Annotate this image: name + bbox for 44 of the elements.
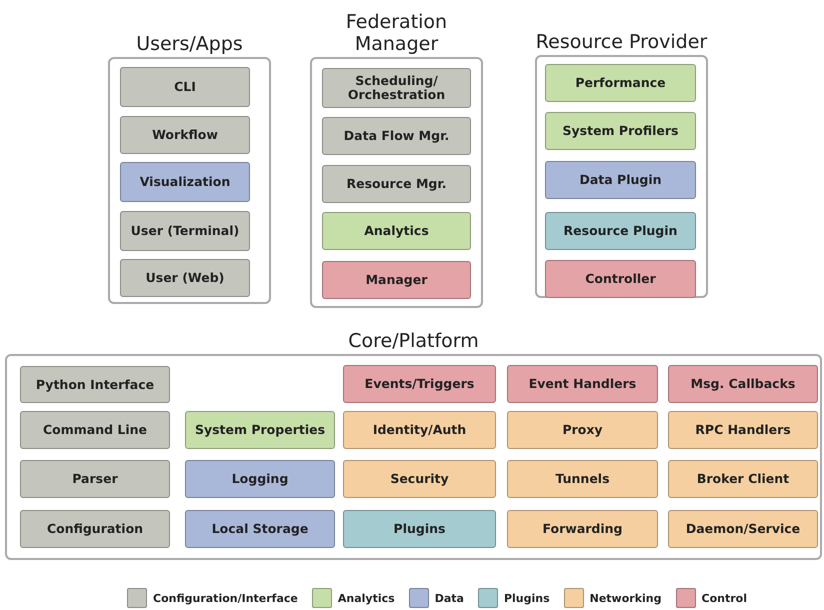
component-box: Analytics xyxy=(322,212,471,250)
legend-label: Analytics xyxy=(338,592,395,604)
component-box: Forwarding xyxy=(507,510,658,548)
component-box: Tunnels xyxy=(507,460,658,498)
group-heading: Users/Apps xyxy=(136,33,243,55)
component-box: Configuration xyxy=(20,510,170,548)
component-box: System Profilers xyxy=(545,112,696,150)
component-box: Broker Client xyxy=(668,460,818,498)
legend-label: Data xyxy=(434,592,464,604)
component-box: Command Line xyxy=(20,411,170,449)
component-box: Daemon/Service xyxy=(668,510,818,548)
legend-label: Control xyxy=(702,592,747,604)
component-box: Resource Plugin xyxy=(545,212,696,250)
legend-label: Configuration/Interface xyxy=(153,592,298,604)
component-box: Parser xyxy=(20,460,170,498)
component-box: User (Terminal) xyxy=(120,211,250,251)
component-box: Visualization xyxy=(120,162,250,202)
component-box: Identity/Auth xyxy=(343,411,496,449)
component-box: Logging xyxy=(185,460,335,498)
component-box: System Properties xyxy=(185,411,335,449)
component-box: User (Web) xyxy=(120,259,250,297)
component-box: Workflow xyxy=(120,116,250,154)
component-box: RPC Handlers xyxy=(668,411,818,449)
component-box: Resource Mgr. xyxy=(322,165,471,203)
component-box: Proxy xyxy=(507,411,658,449)
component-box: Plugins xyxy=(343,510,496,548)
group-heading: Core/Platform xyxy=(348,330,479,352)
component-box: Scheduling/ Orchestration xyxy=(322,68,471,108)
group-heading: Resource Provider xyxy=(536,31,708,53)
component-box: Manager xyxy=(322,261,471,299)
component-box: Performance xyxy=(545,64,696,102)
group-heading: Federation Manager xyxy=(344,11,448,55)
component-box: Msg. Callbacks xyxy=(668,365,818,403)
component-box: Controller xyxy=(545,260,696,298)
legend-label: Networking xyxy=(590,592,662,604)
component-box: Security xyxy=(343,460,496,498)
component-box: CLI xyxy=(120,67,250,107)
component-box: Events/Triggers xyxy=(343,365,496,403)
component-box: Data Flow Mgr. xyxy=(322,117,471,155)
legend-label: Plugins xyxy=(504,592,550,604)
component-box: Event Handlers xyxy=(507,365,658,403)
component-box: Data Plugin xyxy=(545,161,696,199)
component-box: Python Interface xyxy=(20,366,170,403)
component-box: Local Storage xyxy=(185,510,335,548)
